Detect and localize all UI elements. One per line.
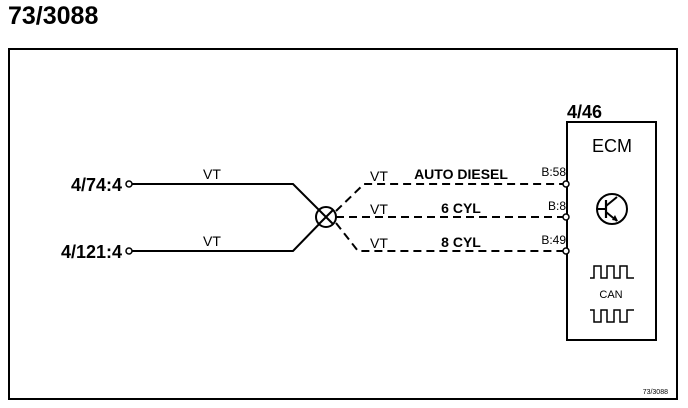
square-wave-icon xyxy=(590,265,634,279)
output-wire-1 xyxy=(335,183,563,212)
transistor-icon xyxy=(596,193,628,225)
page-title: 73/3088 xyxy=(8,2,99,30)
splice-icon xyxy=(315,206,337,228)
input-terminal-2 xyxy=(125,247,133,255)
output-pin-1: B:58 xyxy=(541,165,566,179)
input-wire-1 xyxy=(132,183,326,217)
diagram-frame xyxy=(8,48,678,400)
output-wire-3 xyxy=(335,222,563,252)
can-bus-label: CAN xyxy=(599,289,622,301)
input-wire-2-color: VT xyxy=(203,233,221,249)
output-wire-3-color: VT xyxy=(370,235,388,251)
ecm-module-name: ECM xyxy=(592,136,632,156)
inverted-square-wave-icon xyxy=(590,309,634,323)
output-function-3: 8 CYL xyxy=(441,234,481,250)
output-function-1: AUTO DIESEL xyxy=(414,166,508,182)
ecm-module-box xyxy=(566,121,657,341)
input-connector-1-label: 4/74:4 xyxy=(71,175,122,195)
output-pin-3: B:49 xyxy=(541,233,566,247)
output-wire-1-color: VT xyxy=(370,168,388,184)
module-pin-terminal-2 xyxy=(562,213,570,221)
input-wire-1-color: VT xyxy=(203,166,221,182)
output-wire-2-color: VT xyxy=(370,201,388,217)
ecm-module-id: 4/46 xyxy=(567,102,602,122)
module-pin-terminal-1 xyxy=(562,180,570,188)
module-pin-terminal-3 xyxy=(562,247,570,255)
input-terminal-1 xyxy=(125,180,133,188)
input-wire-2 xyxy=(132,217,326,252)
diagram-ref-code: 73/3088 xyxy=(643,389,668,396)
output-pin-2: B:8 xyxy=(548,199,566,213)
output-function-2: 6 CYL xyxy=(441,200,481,216)
input-connector-2-label: 4/121:4 xyxy=(61,242,122,262)
